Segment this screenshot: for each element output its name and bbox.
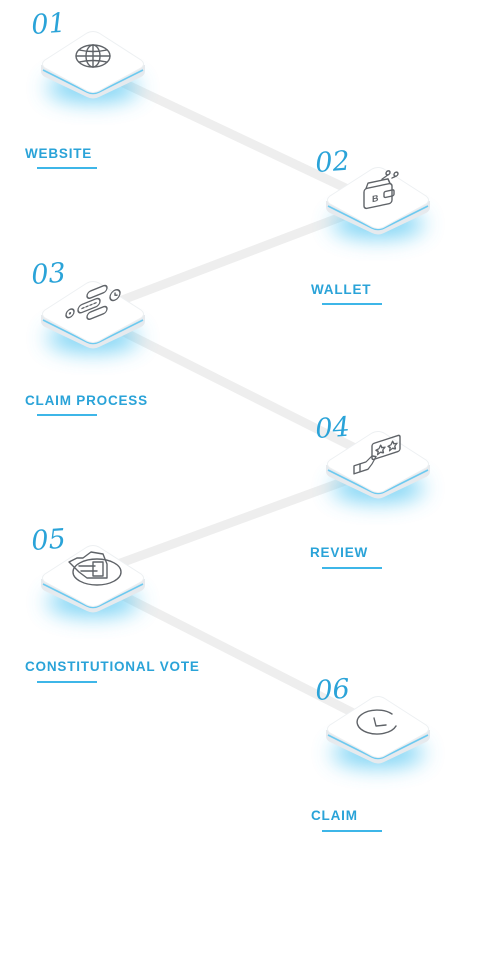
thumbs-up-vote-icon: [68, 551, 122, 586]
step-label: WEBSITE: [25, 146, 92, 161]
connector-4-5: [91, 465, 380, 577]
globe-icon: [75, 44, 111, 68]
label-underline: [37, 681, 97, 683]
label-underline: [322, 830, 382, 832]
svg-text:B: B: [372, 193, 379, 204]
process-flow-icon: [65, 284, 121, 321]
connector-2-3: [91, 199, 380, 315]
step-4: 04 REVIEW: [310, 412, 430, 569]
connector-5-6: [91, 577, 380, 729]
connector-lines: [91, 65, 380, 729]
step-number: 04: [314, 412, 350, 445]
step-6: 06 CLAIM: [311, 674, 430, 832]
step-1: 01 WEBSITE: [25, 8, 145, 169]
connector-3-4: [91, 313, 380, 463]
wallet-icon: B: [363, 170, 399, 210]
step-number: 01: [30, 8, 66, 41]
label-underline: [322, 567, 382, 569]
label-underline: [322, 303, 382, 305]
review-stars-icon: [353, 434, 401, 475]
step-3: 03 CLAIM PROCESS: [25, 258, 148, 416]
step-label: CLAIM: [311, 808, 358, 823]
step-number: 06: [314, 674, 350, 707]
step-label: REVIEW: [310, 545, 368, 560]
step-number: 03: [30, 258, 66, 291]
step-3-tile: [41, 282, 145, 353]
step-label: CLAIM PROCESS: [25, 393, 148, 408]
connector-1-2: [91, 65, 380, 207]
step-label: CONSTITUTIONAL VOTE: [25, 659, 200, 674]
step-5: 05 CONSTITUTIONAL VOTE: [25, 524, 200, 683]
step-number: 02: [314, 146, 350, 179]
label-underline: [37, 167, 97, 169]
step-number: 05: [30, 524, 66, 557]
step-2: B 02 WALLET: [311, 146, 430, 305]
label-underline: [37, 414, 97, 416]
clock-icon: [356, 709, 397, 735]
step-label: WALLET: [311, 282, 371, 297]
